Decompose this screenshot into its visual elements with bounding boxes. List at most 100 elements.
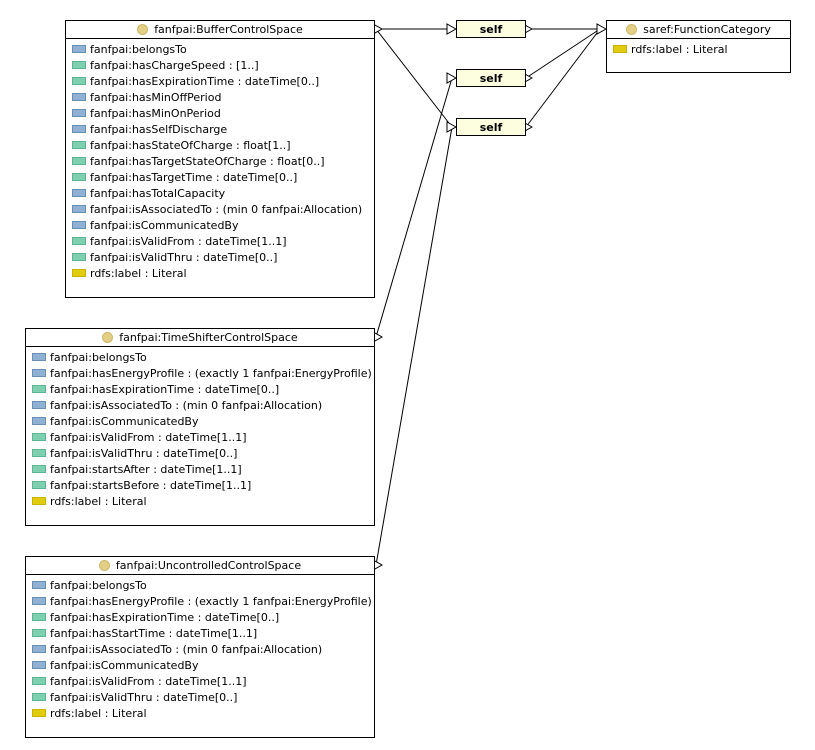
attribute-label: fanfpai:hasStartTime : dateTime[1..1]	[50, 626, 258, 640]
attribute-label: fanfpai:isCommunicatedBy	[50, 414, 199, 428]
class-header: saref:FunctionCategory	[607, 21, 790, 39]
attribute-label: fanfpai:isAssociatedTo : (min 0 fanfpai:…	[50, 398, 323, 412]
class-icon	[98, 560, 110, 571]
attribute-label: fanfpai:startsAfter : dateTime[1..1]	[50, 462, 242, 476]
attribute-label: fanfpai:belongsTo	[50, 350, 147, 364]
attribute-row[interactable]: fanfpai:hasTargetTime : dateTime[0..]	[66, 169, 374, 185]
data-property-icon	[32, 629, 46, 637]
attribute-label: fanfpai:hasExpirationTime : dateTime[0..…	[50, 610, 280, 624]
attribute-row[interactable]: fanfpai:isValidFrom : dateTime[1..1]	[26, 429, 374, 445]
attribute-label: fanfpai:hasTotalCapacity	[90, 186, 226, 200]
data-property-icon	[72, 237, 86, 245]
attribute-row[interactable]: fanfpai:belongsTo	[26, 349, 374, 365]
attribute-label: fanfpai:hasStateOfCharge : float[1..]	[90, 138, 291, 152]
attribute-row[interactable]: fanfpai:hasMinOnPeriod	[66, 105, 374, 121]
attribute-row[interactable]: fanfpai:hasExpirationTime : dateTime[0..…	[26, 609, 374, 625]
class-function-category[interactable]: saref:FunctionCategory rdfs:label : Lite…	[606, 20, 791, 73]
class-name: fanfpai:TimeShifterControlSpace	[119, 331, 298, 344]
attribute-row[interactable]: fanfpai:isCommunicatedBy	[26, 413, 374, 429]
attribute-label: fanfpai:isValidFrom : dateTime[1..1]	[50, 674, 247, 688]
edge-self-functioncategory	[525, 28, 601, 128]
attribute-list: rdfs:label : Literal	[607, 39, 790, 57]
attribute-row[interactable]: fanfpai:hasMinOffPeriod	[66, 89, 374, 105]
class-name: saref:FunctionCategory	[643, 23, 771, 36]
attribute-row[interactable]: fanfpai:isValidThru : dateTime[0..]	[26, 445, 374, 461]
class-icon	[626, 24, 638, 35]
attribute-row[interactable]: fanfpai:belongsTo	[26, 577, 374, 593]
attribute-row[interactable]: fanfpai:hasStateOfCharge : float[1..]	[66, 137, 374, 153]
attribute-row[interactable]: fanfpai:isAssociatedTo : (min 0 fanfpai:…	[26, 397, 374, 413]
object-property-icon	[32, 369, 46, 377]
annotation-property-icon	[72, 269, 86, 277]
attribute-label: fanfpai:isCommunicatedBy	[50, 658, 199, 672]
edge-self-functioncategory	[525, 28, 601, 79]
attribute-row[interactable]: fanfpai:isValidFrom : dateTime[1..1]	[26, 673, 374, 689]
arrowhead-icon	[446, 23, 458, 35]
attribute-row[interactable]: fanfpai:isAssociatedTo : (min 0 fanfpai:…	[26, 641, 374, 657]
class-buffer-control-space[interactable]: fanfpai:BufferControlSpace fanfpai:belon…	[65, 20, 375, 298]
attribute-row[interactable]: rdfs:label : Literal	[26, 493, 374, 509]
object-property-icon	[72, 45, 86, 53]
class-header: fanfpai:UncontrolledControlSpace	[26, 557, 374, 575]
class-uncontrolled-control-space[interactable]: fanfpai:UncontrolledControlSpace fanfpai…	[25, 556, 375, 738]
annotation-property-icon	[32, 497, 46, 505]
arrowhead-icon	[446, 121, 458, 133]
data-property-icon	[72, 77, 86, 85]
attribute-label: fanfpai:hasChargeSpeed : [1..]	[90, 58, 259, 72]
attribute-row[interactable]: fanfpai:belongsTo	[66, 41, 374, 57]
attribute-label: fanfpai:hasEnergyProfile : (exactly 1 fa…	[50, 366, 372, 380]
object-property-icon	[32, 597, 46, 605]
attribute-row[interactable]: fanfpai:hasStartTime : dateTime[1..1]	[26, 625, 374, 641]
data-property-icon	[32, 433, 46, 441]
attribute-row[interactable]: fanfpai:hasSelfDischarge	[66, 121, 374, 137]
attribute-row[interactable]: fanfpai:hasTotalCapacity	[66, 185, 374, 201]
attribute-row[interactable]: fanfpai:hasChargeSpeed : [1..]	[66, 57, 374, 73]
attribute-row[interactable]: fanfpai:hasExpirationTime : dateTime[0..…	[26, 381, 374, 397]
attribute-row[interactable]: fanfpai:hasEnergyProfile : (exactly 1 fa…	[26, 593, 374, 609]
arrowhead-icon	[596, 23, 608, 35]
attribute-row[interactable]: fanfpai:isValidThru : dateTime[0..]	[26, 689, 374, 705]
attribute-row[interactable]: fanfpai:startsAfter : dateTime[1..1]	[26, 461, 374, 477]
attribute-row[interactable]: fanfpai:hasTargetStateOfCharge : float[0…	[66, 153, 374, 169]
attribute-row[interactable]: rdfs:label : Literal	[26, 705, 374, 721]
class-icon	[137, 24, 149, 35]
attribute-label: rdfs:label : Literal	[631, 42, 728, 56]
attribute-row[interactable]: fanfpai:isAssociatedTo : (min 0 fanfpai:…	[66, 201, 374, 217]
data-property-icon	[32, 385, 46, 393]
class-time-shifter-control-space[interactable]: fanfpai:TimeShifterControlSpace fanfpai:…	[25, 328, 375, 526]
self-node[interactable]: self	[456, 69, 526, 87]
attribute-row[interactable]: fanfpai:isCommunicatedBy	[26, 657, 374, 673]
attribute-label: fanfpai:isValidFrom : dateTime[1..1]	[50, 430, 247, 444]
attribute-row[interactable]: fanfpai:isValidFrom : dateTime[1..1]	[66, 233, 374, 249]
attribute-label: fanfpai:startsBefore : dateTime[1..1]	[50, 478, 252, 492]
attribute-label: fanfpai:isAssociatedTo : (min 0 fanfpai:…	[90, 202, 363, 216]
attribute-row[interactable]: fanfpai:hasEnergyProfile : (exactly 1 fa…	[26, 365, 374, 381]
object-property-icon	[32, 581, 46, 589]
data-property-icon	[32, 693, 46, 701]
attribute-label: fanfpai:hasExpirationTime : dateTime[0..…	[50, 382, 280, 396]
attribute-label: rdfs:label : Literal	[90, 266, 187, 280]
attribute-row[interactable]: fanfpai:startsBefore : dateTime[1..1]	[26, 477, 374, 493]
attribute-label: fanfpai:isCommunicatedBy	[90, 218, 239, 232]
data-property-icon	[32, 677, 46, 685]
edge-timeshifter-self	[375, 77, 453, 338]
self-node[interactable]: self	[456, 20, 526, 38]
data-property-icon	[32, 465, 46, 473]
attribute-row[interactable]: fanfpai:hasExpirationTime : dateTime[0..…	[66, 73, 374, 89]
data-property-icon	[72, 173, 86, 181]
data-property-icon	[72, 253, 86, 261]
data-property-icon	[72, 141, 86, 149]
data-property-icon	[72, 157, 86, 165]
attribute-label: fanfpai:isValidFrom : dateTime[1..1]	[90, 234, 287, 248]
self-node[interactable]: self	[456, 118, 526, 136]
attribute-label: fanfpai:isAssociatedTo : (min 0 fanfpai:…	[50, 642, 323, 656]
attribute-label: fanfpai:hasTargetTime : dateTime[0..]	[90, 170, 298, 184]
attribute-label: fanfpai:hasSelfDischarge	[90, 122, 228, 136]
attribute-row[interactable]: rdfs:label : Literal	[607, 41, 790, 57]
attribute-row[interactable]: fanfpai:isValidThru : dateTime[0..]	[66, 249, 374, 265]
attribute-label: fanfpai:belongsTo	[50, 578, 147, 592]
attribute-row[interactable]: rdfs:label : Literal	[66, 265, 374, 281]
attribute-row[interactable]: fanfpai:isCommunicatedBy	[66, 217, 374, 233]
